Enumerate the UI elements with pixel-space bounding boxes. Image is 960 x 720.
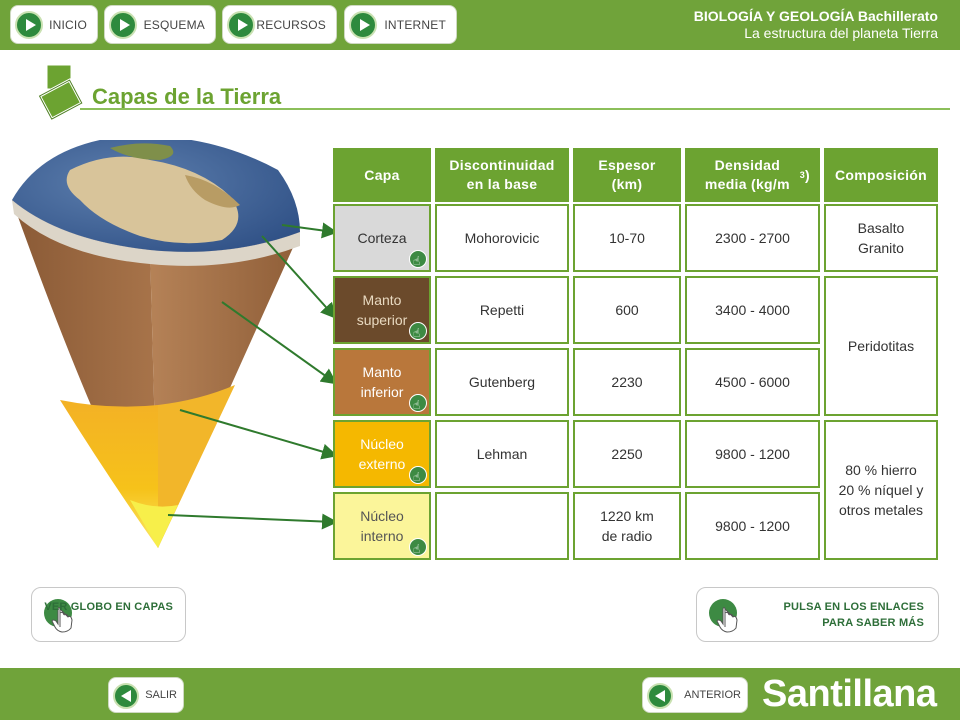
back-arrow-icon — [113, 683, 139, 709]
cell-discontinuidad: Gutenberg — [435, 348, 569, 416]
course-title: BIOLOGÍA Y GEOLOGÍA Bachillerato — [693, 8, 938, 24]
anterior-label: ANTERIOR — [684, 689, 741, 701]
cell-composicion-manto: Peridotitas — [824, 276, 938, 416]
title-underline — [80, 108, 950, 110]
play-icon — [15, 11, 43, 39]
layer-manto-inferior-label: Manto inferior — [360, 364, 404, 400]
cell-espesor: 10-70 — [573, 204, 681, 272]
cell-espesor: 2230 — [573, 348, 681, 416]
layer-manto-superior-label: Manto superior — [356, 292, 408, 328]
header-composicion: Composición — [824, 148, 938, 202]
layer-nucleo-externo-button[interactable]: Núcleo externo — [333, 420, 431, 488]
nav-esquema-button[interactable]: ESQUEMA — [104, 5, 216, 44]
header-discontinuidad: Discontinuidad en la base — [435, 148, 569, 202]
layer-nucleo-interno-button[interactable]: Núcleo interno — [333, 492, 431, 560]
hand-pointer-icon — [409, 250, 427, 271]
play-icon — [109, 11, 137, 39]
header-capa: Capa — [333, 148, 431, 202]
nav-recursos-button[interactable]: RECURSOS — [222, 5, 337, 44]
nav-internet-button[interactable]: INTERNET — [344, 5, 457, 44]
cell-discontinuidad: Repetti — [435, 276, 569, 344]
cell-densidad: 4500 - 6000 — [685, 348, 820, 416]
hand-pointer-icon — [409, 538, 427, 559]
nav-recursos-label: RECURSOS — [256, 18, 326, 32]
cell-densidad: 9800 - 1200 — [685, 420, 820, 488]
hand-pointer-icon — [44, 599, 73, 633]
salir-button[interactable]: SALIR — [108, 677, 184, 713]
unit-title: La estructura del planeta Tierra — [744, 25, 938, 41]
hand-pointer-icon — [709, 599, 738, 633]
cell-densidad: 3400 - 4000 — [685, 276, 820, 344]
play-icon — [349, 11, 377, 39]
cell-composicion-corteza: Basalto Granito — [824, 204, 938, 272]
pulsa-enlaces-label: PULSA EN LOS ENLACES PARA SABER MÁS — [783, 601, 924, 629]
cell-espesor: 600 — [573, 276, 681, 344]
nav-internet-label: INTERNET — [384, 18, 446, 32]
hand-pointer-icon — [409, 322, 427, 343]
page-title: Capas de la Tierra — [92, 84, 282, 109]
layer-manto-inferior-button[interactable]: Manto inferior — [333, 348, 431, 416]
layer-nucleo-interno-label: Núcleo interno — [360, 508, 404, 544]
cell-composicion-nucleo: 80 % hierro 20 % níquel y otros metales — [824, 420, 938, 560]
pulsa-enlaces-button[interactable]: PULSA EN LOS ENLACES PARA SABER MÁS — [696, 587, 939, 642]
cell-discontinuidad: Lehman — [435, 420, 569, 488]
ver-globo-label: VER GLOBO EN CAPAS — [44, 601, 173, 613]
cell-espesor: 2250 — [573, 420, 681, 488]
anterior-button[interactable]: ANTERIOR — [642, 677, 748, 713]
hand-pointer-icon — [409, 466, 427, 487]
layer-corteza-button[interactable]: Corteza — [333, 204, 431, 272]
brand-logo: Santillana — [762, 673, 937, 715]
nav-inicio-button[interactable]: INICIO — [10, 5, 98, 44]
cell-discontinuidad — [435, 492, 569, 560]
cell-discontinuidad: Mohorovicic — [435, 204, 569, 272]
course-header: BIOLOGÍA Y GEOLOGÍA Bachillerato La estr… — [694, 8, 938, 42]
layer-connector-lines — [167, 222, 338, 530]
salir-label: SALIR — [145, 689, 177, 701]
cell-densidad: 2300 - 2700 — [685, 204, 820, 272]
ver-globo-button[interactable]: VER GLOBO EN CAPAS — [31, 587, 186, 642]
title-squares-icon — [38, 62, 84, 120]
header-espesor: Espesor (km) — [573, 148, 681, 202]
layer-nucleo-externo-label: Núcleo externo — [358, 436, 406, 472]
layer-manto-superior-button[interactable]: Manto superior — [333, 276, 431, 344]
hand-pointer-icon — [409, 394, 427, 415]
earth-layers-illustration — [12, 140, 300, 548]
play-icon — [227, 11, 255, 39]
back-arrow-icon — [647, 683, 673, 709]
layer-corteza-label: Corteza — [357, 230, 407, 246]
nav-esquema-label: ESQUEMA — [143, 18, 205, 32]
cell-espesor: 1220 km de radio — [573, 492, 681, 560]
nav-inicio-label: INICIO — [49, 18, 87, 32]
cell-densidad: 9800 - 1200 — [685, 492, 820, 560]
